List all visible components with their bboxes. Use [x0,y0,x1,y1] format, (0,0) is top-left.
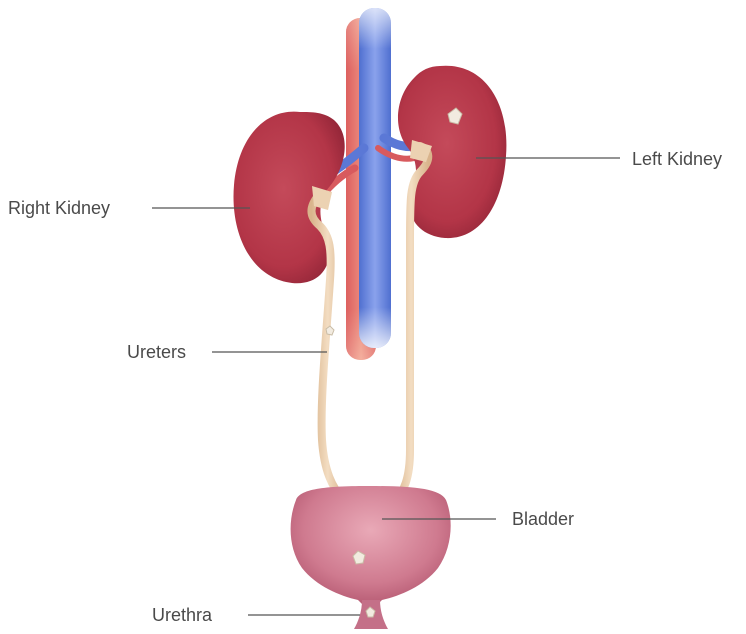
label-left-kidney: Left Kidney [632,149,722,169]
label-right-kidney: Right Kidney [8,198,110,218]
vena-cava [359,8,391,348]
label-bladder: Bladder [512,509,574,529]
label-urethra: Urethra [152,605,212,625]
label-ureters: Ureters [127,342,186,362]
